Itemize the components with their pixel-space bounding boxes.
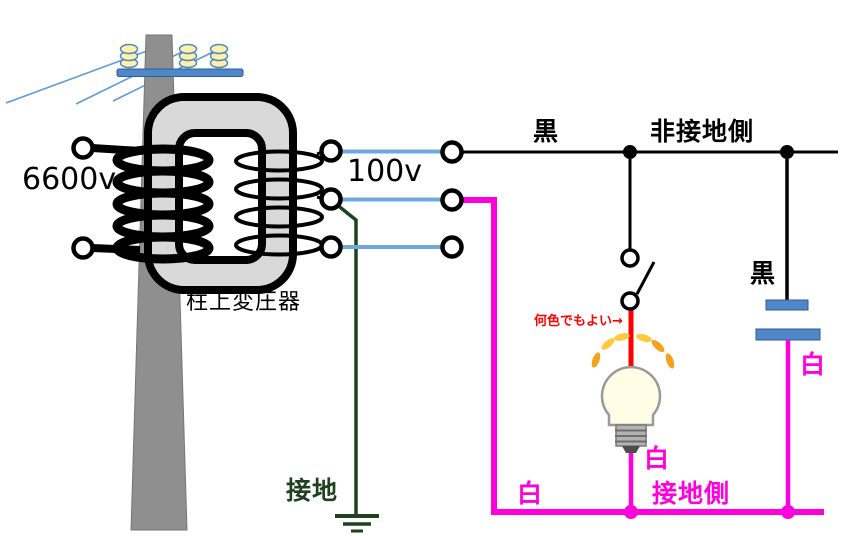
label-secondary-voltage: 100v — [347, 154, 423, 189]
primary-terminal — [71, 136, 95, 160]
glow-ray — [665, 353, 675, 369]
service-terminal — [440, 188, 464, 212]
secondary-terminal — [319, 139, 343, 163]
secondary-terminal — [319, 235, 343, 259]
primary-coil — [91, 144, 214, 264]
label-white-bus: 白 — [517, 479, 544, 508]
bulb-base-ridges — [615, 429, 647, 443]
label-non-grounded-side: 非接地側 — [650, 117, 755, 146]
label-primary-voltage: 6600v — [22, 162, 117, 197]
label-black-top: 黒 — [533, 117, 560, 146]
glow-rays — [591, 333, 675, 369]
junction-dot — [781, 505, 795, 519]
label-white-outlet: 白 — [800, 350, 827, 379]
label-transformer: 柱上変圧器 — [186, 290, 302, 315]
switch-contact — [620, 291, 640, 311]
label-white-bulb: 白 — [644, 444, 671, 473]
label-black-right: 黒 — [750, 259, 777, 288]
service-terminal — [440, 235, 464, 259]
junction-dot — [623, 145, 637, 159]
service-terminal — [440, 140, 464, 164]
white-wire-main — [461, 197, 824, 515]
bulb-tip — [622, 446, 640, 453]
glow-ray — [601, 338, 615, 350]
ground-wire — [334, 202, 379, 533]
secondary-terminal — [319, 187, 343, 211]
glow-ray — [651, 340, 665, 352]
crossarm — [116, 68, 244, 77]
insulator — [119, 43, 139, 69]
junction-dot — [780, 145, 794, 159]
insulator — [178, 43, 198, 69]
label-any-color-note: 何色でもよい→ — [534, 314, 623, 329]
terminals — [71, 136, 640, 311]
glow-ray — [591, 352, 601, 368]
junction-dot — [624, 505, 638, 519]
switch-contact — [620, 248, 640, 268]
outlet-plate-top — [765, 299, 809, 311]
terminal-link-wires — [341, 149, 443, 249]
label-grounded-side: 接地側 — [652, 479, 731, 508]
glow-ray — [614, 333, 630, 341]
switch-blade — [635, 261, 656, 295]
outlet-plate-bottom — [755, 328, 821, 341]
label-ground: 接地 — [286, 476, 339, 505]
glow-ray — [636, 334, 652, 342]
light-bulb — [591, 333, 675, 512]
bulb-glass — [600, 365, 662, 427]
primary-terminal — [71, 236, 95, 260]
insulator — [209, 43, 229, 69]
insulators — [119, 43, 229, 69]
